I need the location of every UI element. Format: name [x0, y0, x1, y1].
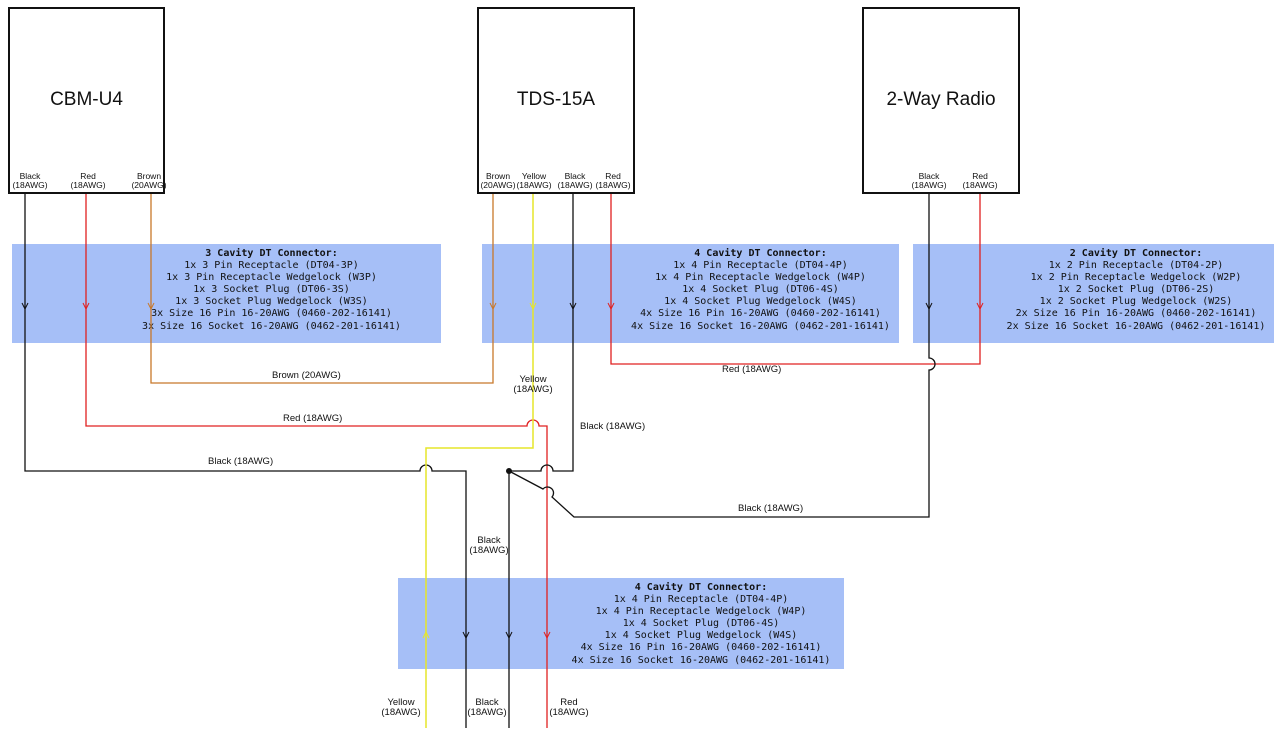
wire-black-tds [509, 194, 574, 472]
connector-line: 3x Size 16 Socket 16-20AWG (0462-201-161… [142, 320, 401, 332]
connector-line: 1x 4 Socket Plug Wedgelock (W4S) [604, 630, 798, 642]
wire-label-black-tds: Black (18AWG) [580, 421, 646, 432]
connector-line: 1x 4 Socket Plug (DT06-4S) [682, 284, 839, 296]
device-2-way-radio: 2-Way Radio Black(18AWG) Red(18AWG) [862, 7, 1020, 194]
output-label-black: Black(18AWG) [467, 697, 507, 718]
wire-brown [150, 194, 494, 384]
wire-yellow [425, 194, 534, 728]
wire-label-black-mid: Black(18AWG) [469, 535, 509, 556]
connector-line: 1x 2 Pin Receptacle (DT04-2P) [1048, 260, 1224, 272]
wire-label-yellow: Yellow(18AWG) [513, 374, 553, 395]
connector-line: 1x 2 Socket Plug Wedgelock (W2S) [1039, 296, 1233, 308]
connector-title: 4 Cavity DT Connector: [694, 248, 827, 259]
pin-marker [976, 302, 984, 311]
connector-line: 1x 4 Socket Plug (DT06-4S) [622, 618, 780, 630]
connector-line: 4x Size 16 Socket 16-20AWG (0462-201-161… [631, 320, 890, 332]
wire-red-cbm [85, 194, 548, 728]
pin-marker [422, 630, 430, 639]
pin-markers-bottom [422, 630, 551, 640]
pin-label-red: Red(18AWG) [70, 171, 106, 190]
pin-label-brown: Brown(20AWG) [480, 171, 516, 190]
pin-marker [607, 302, 615, 311]
connector-4-cavity-top: 4 Cavity DT Connector: 1x 4 Pin Receptac… [482, 244, 899, 343]
connector-line: 1x 4 Pin Receptacle Wedgelock (W4P) [655, 272, 866, 284]
connector-line: 1x 3 Socket Plug Wedgelock (W3S) [175, 296, 368, 308]
pin-marker [925, 302, 933, 311]
pin-marker [82, 302, 90, 311]
wire-label-red-radio: Red (18AWG) [722, 364, 782, 375]
connector-line: 3x Size 16 Pin 16-20AWG (0460-202-16141) [151, 308, 392, 320]
connector-line: 1x 2 Pin Receptacle Wedgelock (W2P) [1030, 272, 1242, 284]
connector-line: 2x Size 16 Pin 16-20AWG (0460-202-16141) [1015, 308, 1257, 320]
pin-marker [543, 631, 551, 640]
wire-label-brown: Brown (20AWG) [272, 370, 341, 381]
connector-title: 2 Cavity DT Connector: [1069, 248, 1203, 259]
pin-label-brown: Brown(20AWG) [131, 171, 167, 190]
pin-label-black: Black(18AWG) [12, 171, 48, 190]
wire-label-black-cbm: Black (18AWG) [208, 456, 274, 467]
pin-marker [147, 302, 155, 311]
pin-markers-top [21, 302, 984, 311]
pin-label-red: Red(18AWG) [962, 171, 998, 190]
wire-label-red-cbm: Red (18AWG) [283, 413, 343, 424]
connector-line: 1x 3 Pin Receptacle Wedgelock (W3P) [166, 272, 377, 284]
device-cbm-u4: CBM-U4 Black(18AWG) Red(18AWG) Brown(20A… [8, 7, 167, 194]
connector-line: 4x Size 16 Socket 16-20AWG (0462-201-161… [571, 654, 831, 666]
connector-line: 1x 4 Socket Plug Wedgelock (W4S) [664, 296, 857, 308]
device-title: CBM-U4 [50, 89, 123, 110]
connector-3-cavity: 3 Cavity DT Connector: 1x 3 Pin Receptac… [12, 244, 441, 343]
junction-dot [506, 468, 512, 474]
pin-marker [21, 302, 29, 311]
connector-line: 1x 3 Socket Plug (DT06-3S) [193, 284, 350, 296]
connector-line: 4x Size 16 Pin 16-20AWG (0460-202-16141) [640, 308, 881, 320]
device-title: TDS-15A [516, 89, 596, 110]
connector-line: 1x 4 Pin Receptacle (DT04-4P) [613, 594, 789, 606]
connector-title: 4 Cavity DT Connector: [634, 582, 768, 593]
pin-marker [529, 302, 537, 311]
device-tds-15a: TDS-15A Brown(20AWG) Yellow(18AWG) Black… [477, 7, 635, 194]
pin-marker [489, 302, 497, 311]
connector-line: 1x 3 Pin Receptacle (DT04-3P) [184, 260, 359, 272]
pin-label-black: Black(18AWG) [557, 171, 593, 190]
pin-marker [569, 302, 577, 311]
pin-marker [462, 631, 470, 640]
connector-line: 2x Size 16 Socket 16-20AWG (0462-201-161… [1006, 320, 1266, 332]
pin-label-black: Black(18AWG) [911, 171, 947, 190]
connector-line: 1x 2 Socket Plug (DT06-2S) [1057, 284, 1215, 296]
pin-label-red: Red(18AWG) [595, 171, 631, 190]
wire-black-radio [508, 194, 936, 518]
output-label-red: Red(18AWG) [549, 697, 589, 718]
pin-marker [505, 631, 513, 640]
connector-title: 3 Cavity DT Connector: [205, 248, 338, 259]
connector-line: 4x Size 16 Pin 16-20AWG (0460-202-16141) [580, 642, 822, 654]
pin-label-yellow: Yellow(18AWG) [516, 171, 552, 190]
connector-line: 1x 4 Pin Receptacle (DT04-4P) [673, 260, 848, 272]
connector-line: 1x 4 Pin Receptacle Wedgelock (W4P) [595, 606, 807, 618]
device-title: 2-Way Radio [886, 89, 996, 110]
output-label-yellow: Yellow(18AWG) [381, 697, 421, 718]
connector-2-cavity: 2 Cavity DT Connector: 1x 2 Pin Receptac… [913, 244, 1274, 343]
connector-4-cavity-bottom: 4 Cavity DT Connector: 1x 4 Pin Receptac… [398, 578, 844, 669]
wire-label-black-radio: Black (18AWG) [738, 503, 804, 514]
wire-red-radio [610, 194, 981, 365]
